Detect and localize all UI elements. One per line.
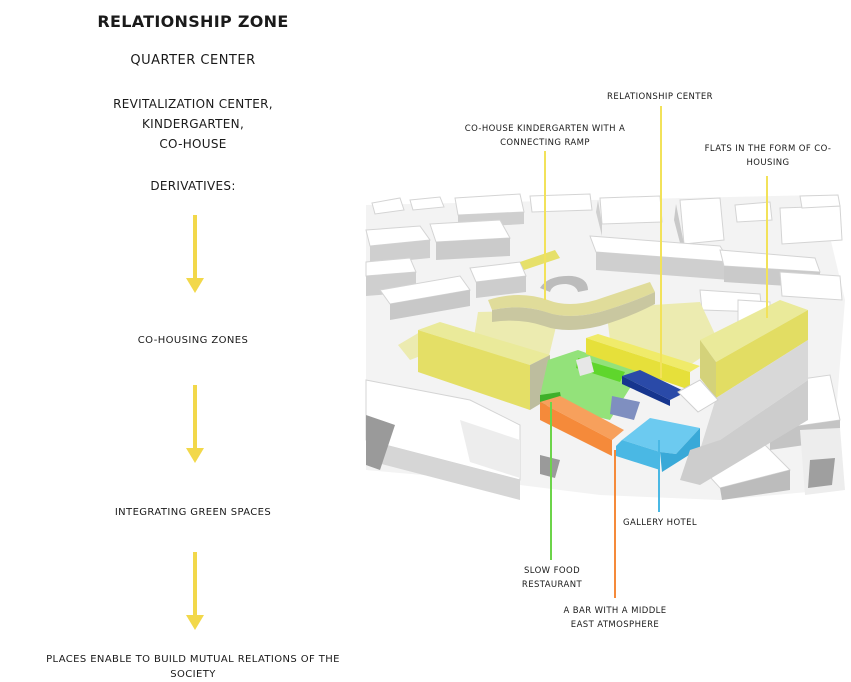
final-outcome: PLACES ENABLE TO BUILD MUTUAL RELATIONS … bbox=[20, 652, 366, 682]
center-functions: REVITALIZATION CENTER, KINDERGARTEN, CO-… bbox=[60, 94, 326, 154]
gallery-hotel-block bbox=[616, 418, 700, 472]
center-line: CO-HOUSE bbox=[159, 137, 227, 151]
small-plaza bbox=[610, 396, 640, 420]
flats-block bbox=[677, 300, 808, 485]
final-line: PLACES ENABLE TO BUILD MUTUAL RELATIONS … bbox=[46, 654, 340, 665]
quarter-center-heading: QUARTER CENTER bbox=[130, 53, 256, 68]
page-title: RELATIONSHIP ZONE bbox=[97, 12, 289, 31]
derivatives-label: DERIVATIVES: bbox=[150, 179, 236, 193]
label-line: CONNECTING RAMP bbox=[500, 138, 590, 148]
kindergarten-ramp bbox=[488, 250, 655, 330]
label-line: CO-HOUSE KINDERGARTEN WITH A bbox=[464, 124, 626, 134]
center-line: REVITALIZATION CENTER, bbox=[113, 97, 273, 111]
site-model bbox=[365, 193, 845, 500]
final-line: SOCIETY bbox=[170, 669, 216, 680]
label-line: A BAR WITH A MIDDLE bbox=[563, 606, 667, 616]
down-arrow-icon bbox=[186, 215, 204, 293]
bar-block bbox=[540, 396, 624, 456]
label-line: RESTAURANT bbox=[521, 580, 583, 590]
center-line: KINDERGARTEN, bbox=[141, 117, 245, 131]
label-bar: A BAR WITH A MIDDLE EAST ATMOSPHERE bbox=[540, 604, 690, 632]
label-line: FLATS IN THE FORM OF CO- bbox=[704, 144, 832, 154]
down-arrow-icon bbox=[186, 552, 204, 630]
down-arrow-icon bbox=[186, 385, 204, 463]
step-green-spaces: INTEGRATING GREEN SPACES bbox=[114, 507, 272, 518]
label-line: HOUSING bbox=[746, 158, 790, 168]
label-line: SLOW FOOD bbox=[523, 566, 581, 576]
label-flats: FLATS IN THE FORM OF CO- HOUSING bbox=[692, 142, 844, 170]
relationship-center-block bbox=[576, 334, 700, 406]
label-kindergarten: CO-HOUSE KINDERGARTEN WITH A CONNECTING … bbox=[450, 122, 640, 150]
label-slow-food: SLOW FOOD RESTAURANT bbox=[500, 564, 604, 592]
label-relationship-center: RELATIONSHIP CENTER bbox=[607, 92, 713, 102]
label-line: EAST ATMOSPHERE bbox=[570, 620, 660, 630]
step-co-housing-zones: CO-HOUSING ZONES bbox=[137, 335, 249, 346]
label-gallery-hotel: GALLERY HOTEL bbox=[622, 518, 698, 528]
